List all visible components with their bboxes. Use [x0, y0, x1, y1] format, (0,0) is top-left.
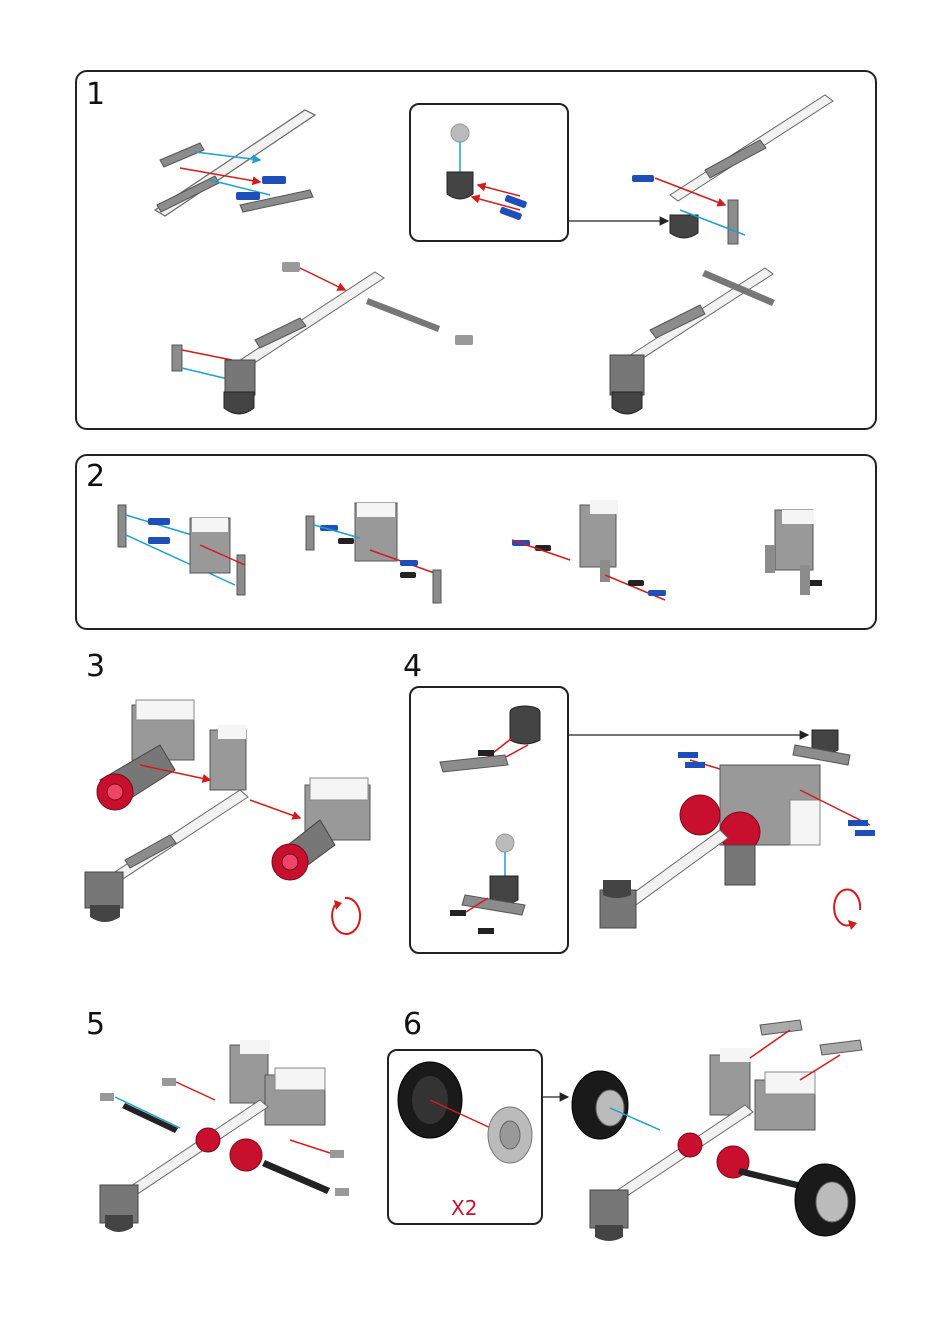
step-4-assembly [599, 729, 875, 929]
step-1-sub-caster [446, 123, 527, 220]
step-1-beam-frame-b [632, 94, 834, 245]
step-2-assembly-1 [117, 504, 246, 596]
step-1-panel [75, 70, 877, 430]
step-2-number: 2 [86, 459, 106, 494]
step-1-subassembly-box [409, 103, 569, 242]
step-6-sub-wheel [397, 1061, 533, 1164]
step-2-assembly-3 [511, 500, 666, 601]
rotate-icon [331, 896, 362, 935]
step-4-sub-bottom [450, 833, 526, 934]
step-5-assembly [99, 1040, 349, 1232]
step-2-assembly-2 [305, 502, 442, 604]
step-1-beam-frame-a [153, 109, 317, 217]
step-1-beam-frame-d [609, 267, 775, 415]
step-6-assembly [571, 1019, 863, 1241]
rotate-icon [833, 888, 862, 930]
step-4-number: 4 [403, 649, 423, 684]
step-4-sub-top [439, 705, 541, 773]
step-1-number: 1 [86, 77, 106, 112]
step-3-number: 3 [86, 649, 106, 684]
step-6-number: 6 [403, 1007, 423, 1042]
step-2-assembly-4 [765, 509, 822, 595]
step-3-assembly [84, 699, 371, 922]
step-6-multiplier: X2 [451, 1196, 478, 1220]
step-1-beam-frame-c [171, 262, 473, 415]
step-2-panel [75, 454, 877, 630]
step-5-number: 5 [86, 1007, 106, 1042]
